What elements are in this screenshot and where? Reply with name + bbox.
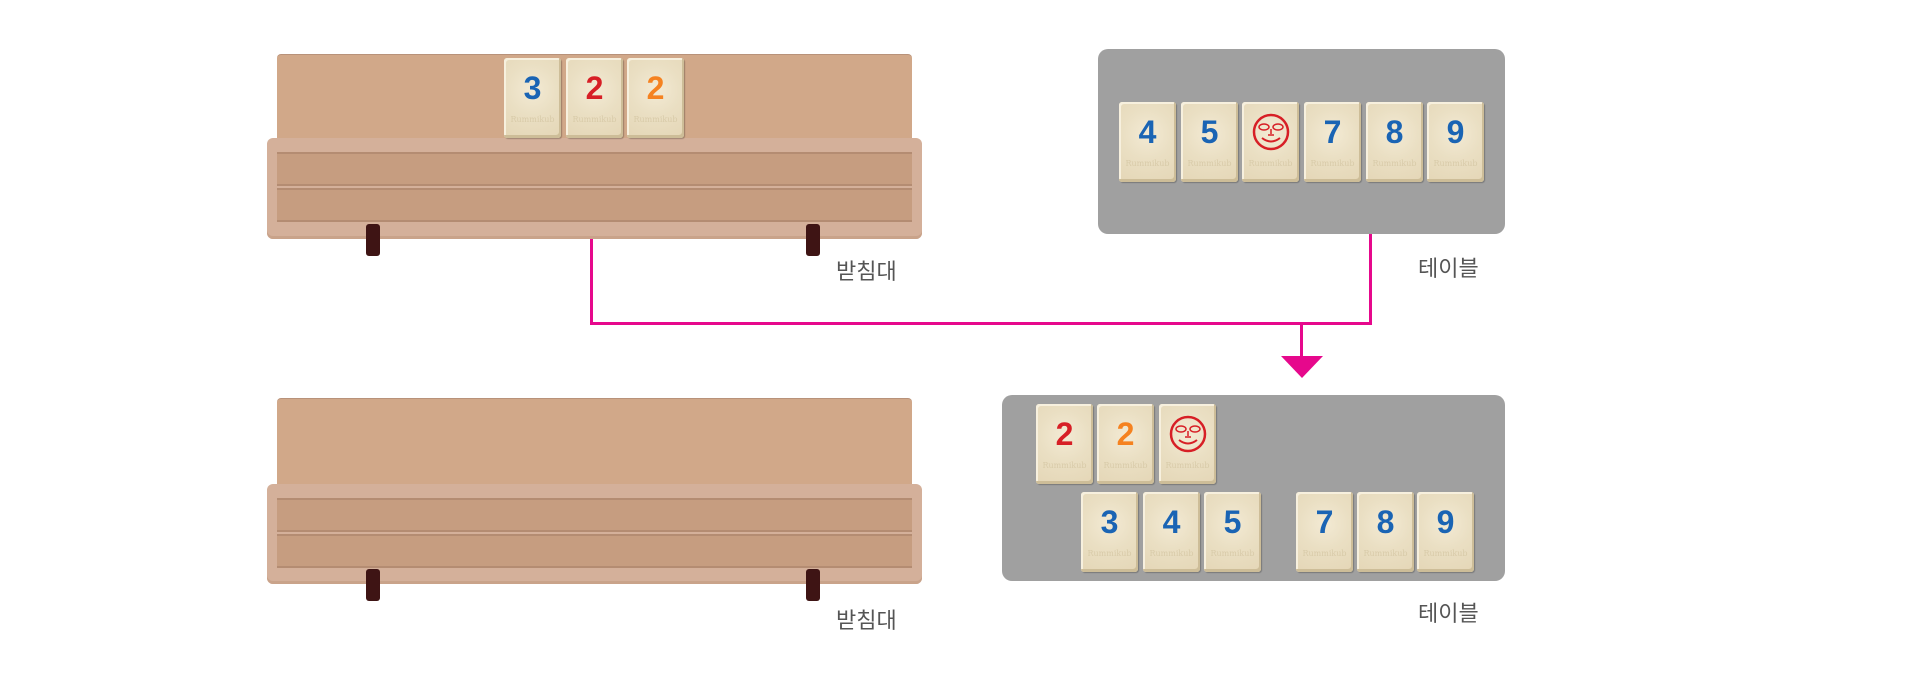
- connector-line-horizontal: [590, 322, 1372, 325]
- joker-tile: Rummikub: [1159, 404, 1216, 484]
- tile-brand-logo: Rummikub: [1042, 461, 1087, 470]
- bottom-rack-front: [267, 484, 922, 584]
- tile-number: 9: [1446, 114, 1465, 150]
- arrow-shaft: [1300, 322, 1303, 360]
- bottom-table-label: 테이블: [1418, 602, 1479, 627]
- tile-brand-logo: Rummikub: [1310, 159, 1355, 168]
- arrow-down-icon: [1281, 356, 1323, 378]
- joker-face-icon: [1169, 415, 1206, 453]
- tile-brand-logo: Rummikub: [1210, 549, 1255, 558]
- tile-number: 5: [1200, 114, 1219, 150]
- tile-brand-logo: Rummikub: [1372, 159, 1417, 168]
- tile-brand-logo: Rummikub: [1363, 549, 1408, 558]
- tile-number: 9: [1436, 504, 1455, 540]
- bottom-rack-label: 받침대: [836, 609, 897, 634]
- rack-leg: [366, 224, 380, 256]
- tile-brand-logo: Rummikub: [1433, 159, 1478, 168]
- tile-number: 3: [1100, 504, 1119, 540]
- rack-leg: [366, 569, 380, 601]
- top-rack-front: [267, 138, 922, 239]
- tile-brand-logo: Rummikub: [1103, 461, 1148, 470]
- tile-number: 8: [1385, 114, 1404, 150]
- tile-brand-logo: Rummikub: [1165, 461, 1210, 470]
- tile-number: 4: [1138, 114, 1157, 150]
- tile-brand-logo: Rummikub: [1187, 159, 1232, 168]
- tile-brand-logo: Rummikub: [1087, 549, 1132, 558]
- connector-line-rack: [590, 239, 593, 325]
- top-rack-label: 받침대: [836, 260, 897, 285]
- top-table-label: 테이블: [1418, 257, 1479, 282]
- bottom-rack-back: [277, 398, 912, 487]
- tile-brand-logo: Rummikub: [633, 115, 678, 124]
- tile-number: 2: [646, 70, 665, 106]
- tile-brand-logo: Rummikub: [1125, 159, 1170, 168]
- rack-groove: [277, 498, 912, 532]
- tile-number: 4: [1162, 504, 1181, 540]
- rack-groove: [277, 152, 912, 186]
- tile-number: 2: [585, 70, 604, 106]
- rack-groove: [277, 188, 912, 222]
- tile-brand-logo: Rummikub: [510, 115, 555, 124]
- rack-leg: [806, 569, 820, 601]
- tile-number: 7: [1323, 114, 1342, 150]
- rack-leg: [806, 224, 820, 256]
- tile-number: 2: [1116, 416, 1135, 452]
- tile-brand-logo: Rummikub: [572, 115, 617, 124]
- rack-groove: [277, 534, 912, 568]
- tile-brand-logo: Rummikub: [1149, 549, 1194, 558]
- connector-line-table: [1369, 234, 1372, 325]
- tile-number: 5: [1223, 504, 1242, 540]
- joker-tile: Rummikub: [1242, 102, 1299, 182]
- tile-brand-logo: Rummikub: [1248, 159, 1293, 168]
- joker-face-icon: [1252, 113, 1289, 151]
- tile-number: 8: [1376, 504, 1395, 540]
- tile-number: 2: [1055, 416, 1074, 452]
- tile-number: 7: [1315, 504, 1334, 540]
- tile-brand-logo: Rummikub: [1302, 549, 1347, 558]
- tile-number: 3: [523, 70, 542, 106]
- tile-brand-logo: Rummikub: [1423, 549, 1468, 558]
